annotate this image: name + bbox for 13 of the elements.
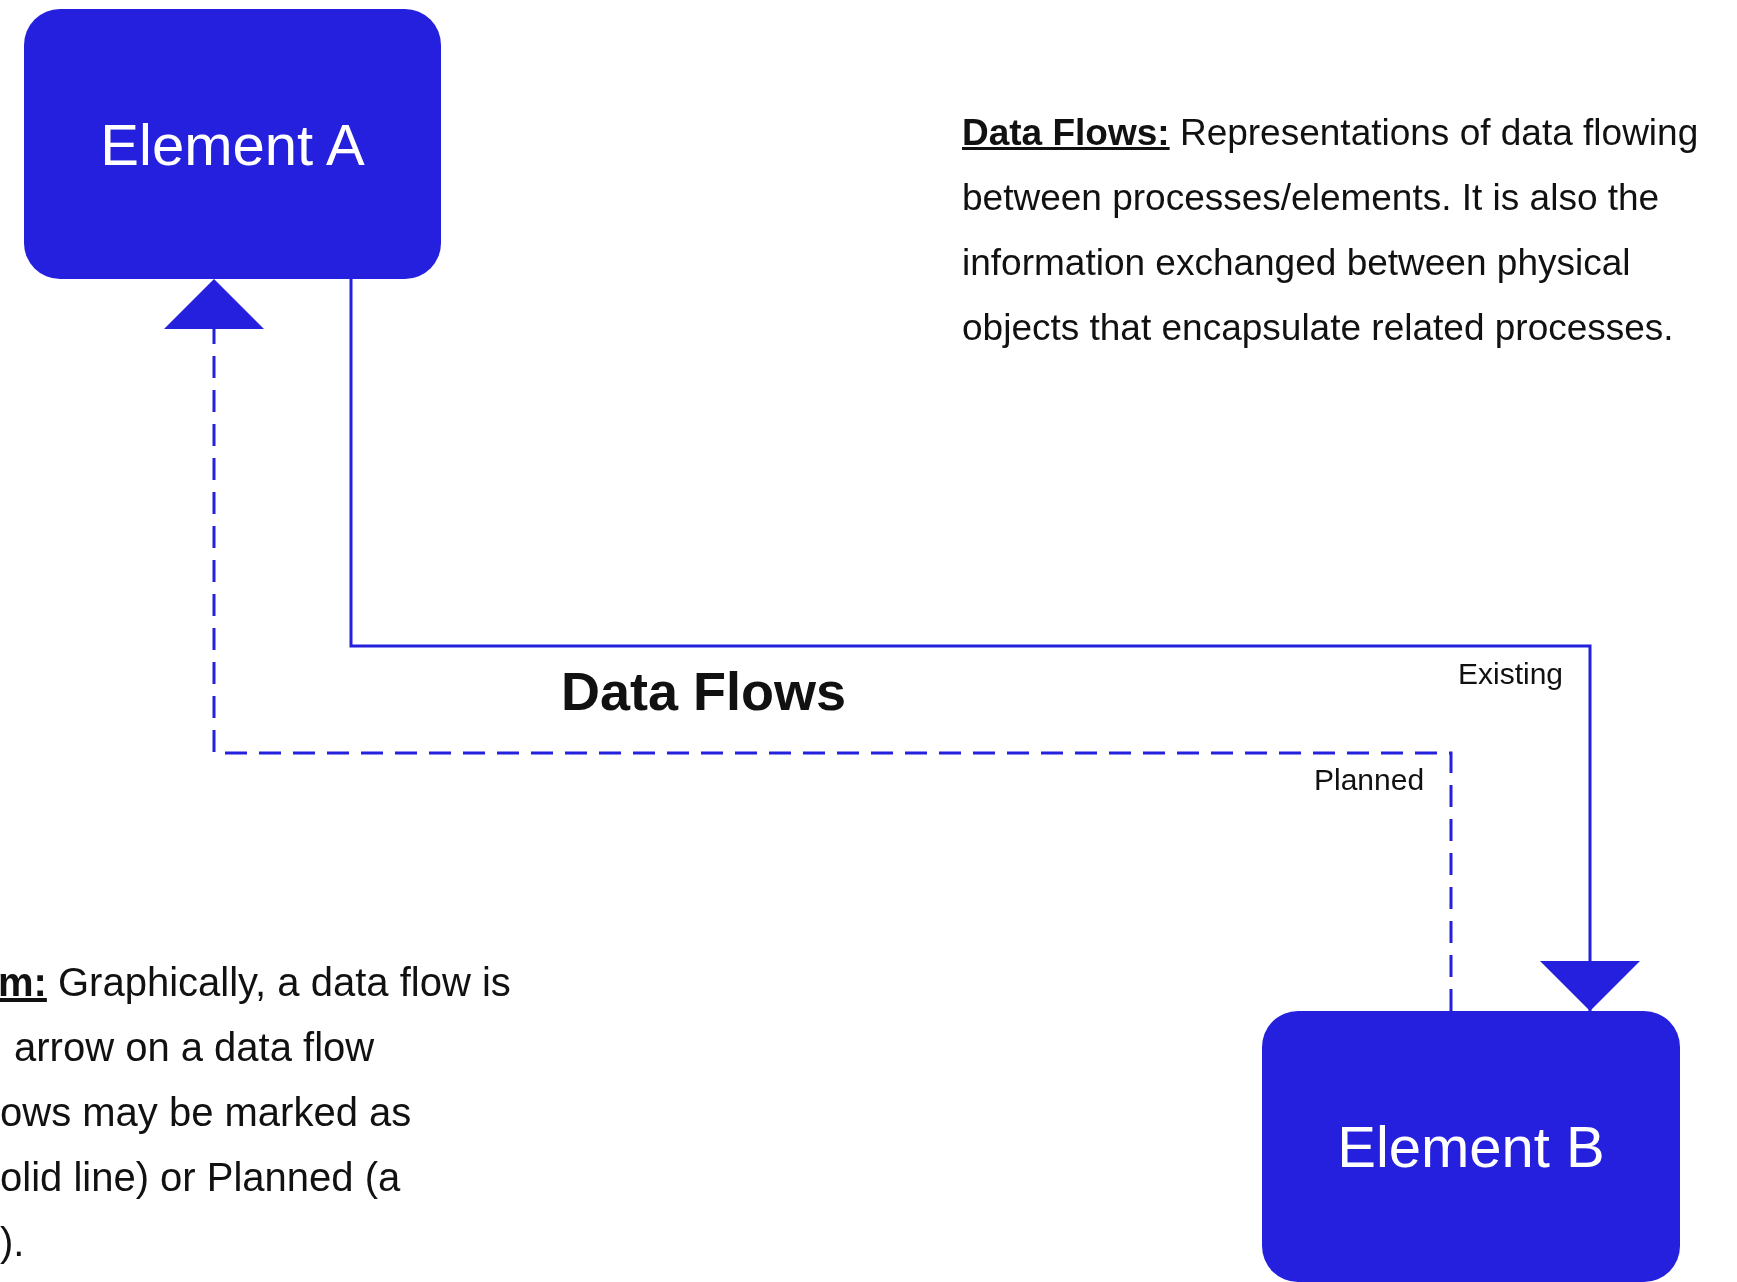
element-label: Element B bbox=[1337, 1113, 1605, 1180]
description-text: olid line) or Planned (a bbox=[0, 1155, 401, 1200]
description-text: m: Graphically, a data flow is bbox=[0, 960, 511, 1005]
element-label: Element A bbox=[100, 110, 365, 178]
data-flow-arrow bbox=[349, 279, 1640, 1011]
description-text: arrow on a data flow bbox=[14, 1025, 375, 1070]
diagram-heading: Data Flows bbox=[561, 660, 847, 722]
description-text: ). bbox=[0, 1220, 25, 1265]
definition-text: Data Flows: Representations of data flowing between processes/elements. It is also the information exchanged between physical objects that encapsulate related processes. bbox=[962, 111, 1700, 350]
data-flow-arrow bbox=[164, 279, 1453, 1011]
description-text: ows may be marked as bbox=[0, 1090, 412, 1135]
element-box bbox=[24, 9, 441, 279]
element-box bbox=[1262, 1011, 1680, 1282]
